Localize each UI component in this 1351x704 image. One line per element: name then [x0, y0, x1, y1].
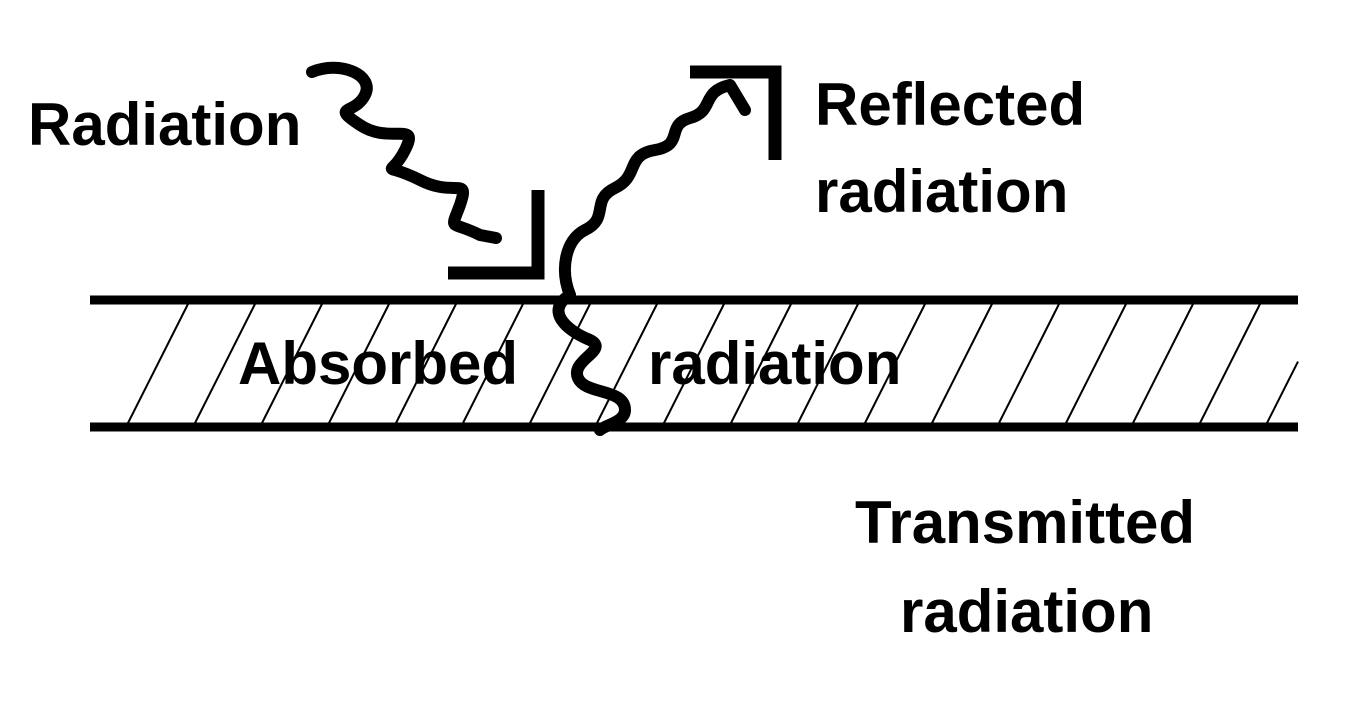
hatch-line	[730, 303, 792, 424]
hatch-line	[1065, 303, 1127, 424]
transmitted-radiation-label-line2: radiation	[900, 578, 1153, 645]
material-layer	[90, 295, 1299, 432]
hatch-line	[1266, 361, 1299, 424]
reflected-wave	[559, 79, 751, 301]
absorbed-radiation-label-word1: Absorbed	[238, 330, 518, 397]
transmitted-radiation-label-line1: Transmitted	[855, 489, 1195, 556]
hatch-line	[395, 303, 457, 424]
absorbed-wave	[552, 289, 631, 436]
reflected-arrowhead	[690, 65, 782, 160]
reflected-radiation-label-line1: Reflected	[815, 71, 1085, 138]
hatch-line	[1132, 303, 1194, 424]
hatch-line	[328, 303, 390, 424]
hatch-line	[931, 303, 993, 424]
hatch-line	[127, 303, 189, 424]
hatch-line	[194, 303, 256, 424]
incident-radiation-arrow	[306, 61, 545, 280]
hatch-line	[663, 303, 725, 424]
reflected-radiation-arrow	[559, 65, 782, 301]
hatch-line	[864, 303, 926, 424]
absorbed-radiation-label-word2: radiation	[648, 330, 901, 397]
hatch-line	[261, 303, 323, 424]
hatch-line	[998, 303, 1060, 424]
material-hatching	[127, 303, 1299, 424]
hatch-line	[1199, 303, 1261, 424]
reflected-radiation-label-line2: radiation	[815, 158, 1068, 225]
hatch-line	[529, 303, 591, 424]
hatch-line	[596, 303, 658, 424]
hatch-line	[797, 303, 859, 424]
incident-wave	[306, 61, 502, 244]
incident-radiation-label: Radiation	[28, 91, 301, 158]
hatch-line	[462, 303, 524, 424]
incident-arrowhead	[448, 190, 545, 280]
